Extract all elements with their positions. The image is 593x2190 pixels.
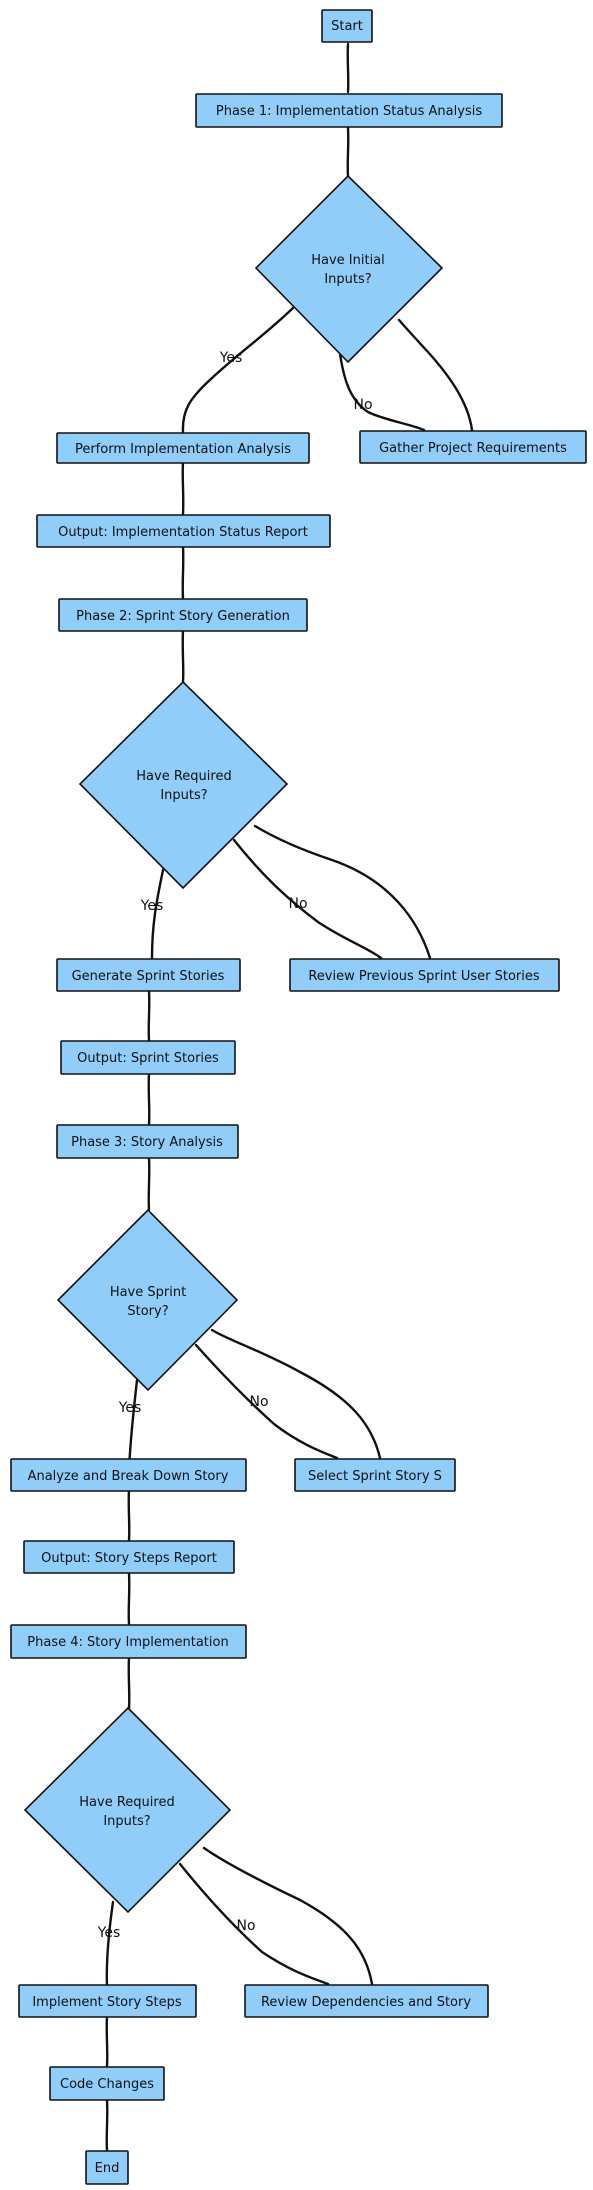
edge-phase4-decision4 — [127, 1656, 131, 1710]
decision-required-inputs-4: Have Required Inputs? — [23, 1706, 232, 1914]
edge-output3-phase4 — [127, 1571, 131, 1626]
edge-select-decision3-return — [210, 1328, 382, 1460]
edge-decision1-no — [338, 352, 426, 432]
edge-decision1-yes — [181, 306, 295, 434]
node-review-dependencies-and-story-label: Review Dependencies and Story — [261, 1995, 471, 2010]
edge-label-yes-2: Yes — [140, 898, 164, 914]
edge-label-yes-4: Yes — [97, 1925, 121, 1941]
decision-sprint-story: Have Sprint Story? — [56, 1208, 239, 1392]
node-implement-story-steps-label: Implement Story Steps — [32, 1995, 182, 2010]
node-implement-story-steps: Implement Story Steps — [18, 1984, 197, 2018]
node-output-sprint-stories-label: Output: Sprint Stories — [77, 1051, 219, 1066]
edges — [105, 42, 474, 2152]
edge-label-yes-1: Yes — [219, 350, 243, 366]
edge-decision4-no — [178, 1862, 330, 1986]
edge-phase2-decision2 — [181, 629, 185, 684]
node-start-label: Start — [331, 19, 363, 34]
node-code-changes-label: Code Changes — [60, 2077, 154, 2092]
decision-required-inputs-2: Have Required Inputs? — [78, 680, 289, 890]
edge-generate-output2 — [147, 989, 151, 1042]
node-review-previous-sprint-user-stories: Review Previous Sprint User Stories — [289, 958, 560, 992]
decision-required-inputs-2-line2: Inputs? — [160, 788, 207, 803]
edge-label-yes-3: Yes — [118, 1400, 142, 1416]
node-output-sprint-stories: Output: Sprint Stories — [60, 1040, 236, 1075]
edge-decision3-no — [194, 1343, 339, 1460]
edge-label-no-2: No — [288, 896, 307, 912]
node-phase4: Phase 4: Story Implementation — [10, 1624, 247, 1659]
node-phase1-label: Phase 1: Implementation Status Analysis — [216, 104, 482, 119]
decision-sprint-story-line2: Story? — [127, 1304, 168, 1319]
node-phase2: Phase 2: Sprint Story Generation — [58, 598, 308, 632]
node-end-label: End — [95, 2161, 120, 2176]
node-phase3: Phase 3: Story Analysis — [56, 1124, 239, 1159]
edge-phase3-decision3 — [147, 1156, 151, 1212]
nodes: Start Phase 1: Implementation Status Ana… — [10, 9, 587, 2185]
node-analyze-and-break-down-story-label: Analyze and Break Down Story — [28, 1469, 229, 1484]
node-perform-implementation-analysis-label: Perform Implementation Analysis — [75, 442, 291, 457]
node-select-sprint-story: Select Sprint Story S — [294, 1458, 456, 1492]
edge-decision2-no — [232, 838, 383, 960]
decision-required-inputs-4-line1: Have Required — [79, 1795, 174, 1810]
node-start: Start — [321, 9, 373, 43]
node-select-sprint-story-label: Select Sprint Story S — [308, 1469, 442, 1484]
decision-required-inputs-2-line1: Have Required — [136, 769, 231, 784]
node-generate-sprint-stories-label: Generate Sprint Stories — [72, 969, 225, 984]
node-analyze-and-break-down-story: Analyze and Break Down Story — [10, 1458, 247, 1492]
edge-review-decision2-return — [253, 824, 432, 960]
decision-initial-inputs-line1: Have Initial — [311, 253, 385, 268]
edge-label-no-1: No — [353, 397, 372, 413]
edge-output1-phase2 — [181, 545, 185, 600]
node-output-implementation-status-report-label: Output: Implementation Status Report — [58, 525, 308, 540]
decision-initial-inputs-line2: Inputs? — [324, 272, 371, 287]
edge-review-decision4-return — [202, 1846, 374, 1986]
node-gather-project-requirements: Gather Project Requirements — [359, 430, 587, 464]
node-output-story-steps-report: Output: Story Steps Report — [23, 1540, 235, 1574]
node-review-previous-sprint-user-stories-label: Review Previous Sprint User Stories — [308, 969, 540, 984]
node-output-story-steps-report-label: Output: Story Steps Report — [41, 1551, 217, 1566]
node-phase1: Phase 1: Implementation Status Analysis — [195, 93, 503, 128]
edge-gather-decision1-return — [397, 318, 474, 432]
node-generate-sprint-stories: Generate Sprint Stories — [56, 958, 241, 992]
edge-labels: Yes No Yes No Yes No Yes No — [97, 350, 373, 1941]
edge-perform-output1 — [181, 460, 185, 516]
node-phase4-label: Phase 4: Story Implementation — [27, 1635, 228, 1650]
node-output-implementation-status-report: Output: Implementation Status Report — [36, 514, 331, 548]
node-code-changes: Code Changes — [49, 2066, 165, 2101]
decision-required-inputs-4-line2: Inputs? — [103, 1814, 150, 1829]
edge-output2-phase3 — [147, 1072, 151, 1126]
decision-sprint-story-line1: Have Sprint — [110, 1285, 186, 1300]
edge-analyze-output3 — [127, 1488, 131, 1542]
edge-start-phase1 — [346, 42, 350, 94]
node-phase2-label: Phase 2: Sprint Story Generation — [76, 609, 290, 624]
edge-decision2-yes — [150, 868, 165, 960]
edge-decision4-yes — [105, 1900, 115, 1988]
edge-label-no-4: No — [236, 1918, 255, 1934]
edge-phase1-decision1 — [346, 126, 350, 178]
node-end: End — [85, 2150, 129, 2185]
edge-label-no-3: No — [249, 1394, 268, 1410]
node-phase3-label: Phase 3: Story Analysis — [71, 1135, 223, 1150]
decision-initial-inputs: Have Initial Inputs? — [254, 174, 444, 364]
node-review-dependencies-and-story: Review Dependencies and Story — [244, 1984, 489, 2018]
node-gather-project-requirements-label: Gather Project Requirements — [379, 441, 567, 456]
edge-code-end — [105, 2098, 109, 2152]
node-perform-implementation-analysis: Perform Implementation Analysis — [56, 432, 310, 464]
edge-implement-code — [105, 2014, 109, 2068]
